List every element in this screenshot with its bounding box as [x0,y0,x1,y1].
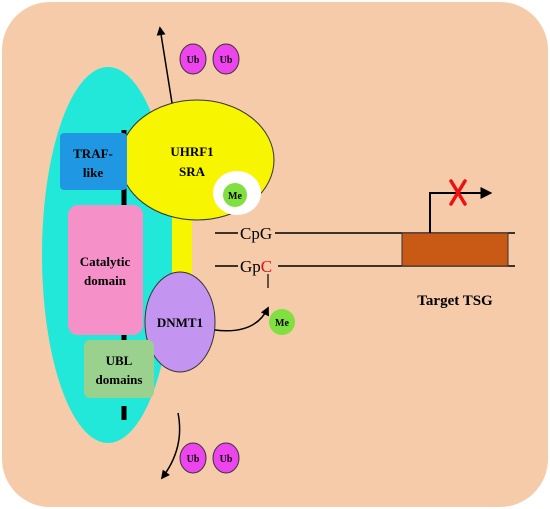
cpg-top-label: CpG [240,224,272,243]
sra-label: SRA [179,164,206,179]
traf-like-label: TRAF-like [73,146,113,180]
dnmt1-ellipse [144,271,216,373]
ubiquitin-bottom-2-label: Ub [220,454,233,465]
ubiquitin-bottom-1 [179,442,207,474]
methyl-label-bound: Me [228,191,242,202]
catalytic-domain [68,205,143,335]
target-gene-label: Target TSG [417,293,493,309]
methyl-transfer-arrow [214,306,269,332]
ubiquitin-top-1-label: Ub [187,55,200,66]
target-gene-box [401,232,509,267]
transcription-blocked-x-icon [449,179,467,206]
traf-like-domain [60,133,127,190]
ubiquitin-bottom-2 [212,442,240,474]
dnmt1-label: DNMT1 [157,315,203,330]
methyl-label-free: Me [275,318,289,329]
gpc-bottom-prefix: Gp [240,257,261,276]
ubiquitin-top-2 [212,43,240,75]
ubiquitin-bottom-1-label: Ub [187,454,200,465]
ubiquitination-arrow-top [156,26,173,104]
ubiquitin-top-2-label: Ub [220,55,233,66]
ubiquitin-top-1 [179,43,207,75]
uhrf1-label: UHRF1 [170,144,213,159]
ubiquitination-arrow-bottom [160,412,181,480]
methyl-group-free [269,309,295,335]
ubl-domains [84,340,154,398]
gpc-bottom-label: GpC [240,257,272,276]
uhrf1-dnmt1-linker [172,212,192,282]
methylated-cytosine: C [261,257,272,276]
methyl-group-bound [223,183,247,207]
transcription-start-arrow [429,187,493,233]
